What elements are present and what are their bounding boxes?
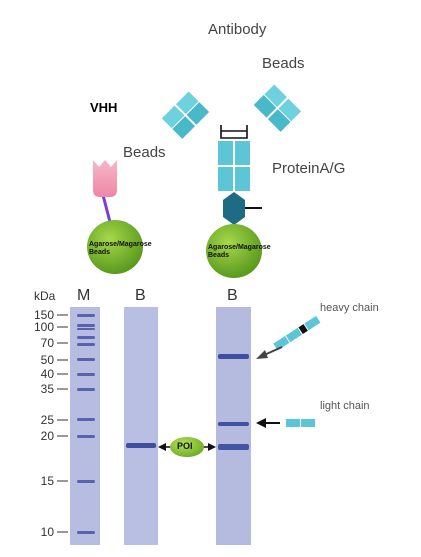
light-chain-label: light chain [320,400,370,412]
kda-100: 100 [33,320,54,334]
left-bead [87,220,143,274]
poi-label: POI [177,441,193,451]
marker-bands [77,314,95,534]
heavy-chain-label: heavy chain [320,302,379,314]
poi-connector [158,437,216,457]
protein-ag-anchor [223,192,245,225]
antibody-left-arm [161,91,210,139]
kda-15: 15 [40,474,54,488]
lane-b2-heavy-band [218,354,249,359]
right-bead [206,224,262,278]
vhh-tag-icon [93,160,117,197]
marker-lane [70,307,100,545]
kda-20: 20 [40,429,54,443]
lane-b2-light-band [218,422,249,426]
vhh-label: VHH [90,100,118,115]
kda-150: 150 [33,308,54,322]
vhh-construct [87,160,143,274]
lane-marker-header: M [77,287,91,304]
beads-label-right: Beads [262,55,305,72]
heavy-chain-icon [273,315,321,351]
light-chain-icon [286,419,300,427]
kda-50: 50 [40,353,54,367]
kda-label: kDa [34,289,56,303]
left-bead-label: Agarose/Magarose Beads [89,241,152,256]
lane-b1-header: B [135,287,146,304]
antibody-construct [161,84,302,278]
vhh-linker [101,194,112,223]
left-bead-label-line1: Agarose/Magarose [89,241,152,248]
lane-b1 [124,307,158,545]
right-bead-label-line2: Beads [208,251,230,259]
left-bead-label-line2: Beads [89,248,111,256]
light-chain-pointer [256,418,315,428]
antibody-label: Antibody [208,21,267,38]
antibody-fc [218,141,250,191]
gel [57,307,251,545]
kda-10: 10 [40,525,54,539]
kda-70: 70 [40,336,54,350]
poi-ellipse [170,437,204,457]
kda-35: 35 [40,382,54,396]
lane-b2-header: B [227,287,238,304]
antibody-right-arm [253,84,302,132]
right-bead-label: Agarose/Magarose Beads [208,244,271,259]
lane-b2-poi-band [218,444,249,450]
heavy-chain-pointer [256,315,321,359]
protein-ag-label: ProteinA/G [272,160,346,177]
kda-ticks [57,314,68,533]
kda-40: 40 [40,367,54,381]
kda-25: 25 [40,413,54,427]
beads-label-left: Beads [123,144,166,161]
right-bead-label-line1: Agarose/Magarose [208,244,271,251]
lane-b1-poi-band [126,443,156,448]
